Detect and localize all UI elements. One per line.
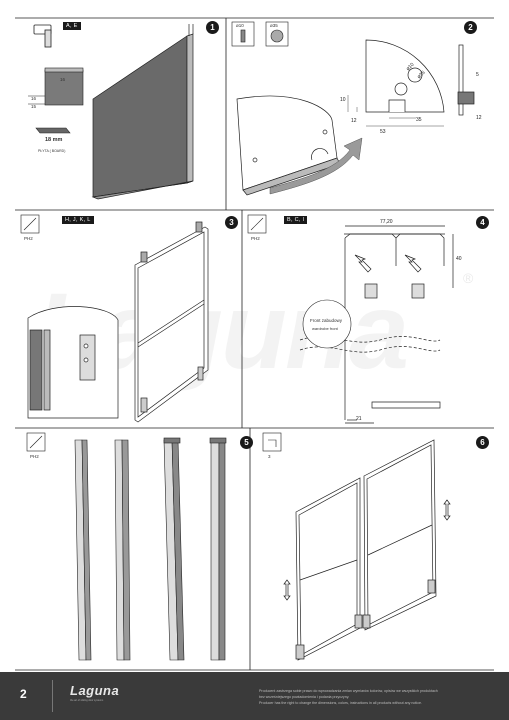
board-section-diagram	[28, 67, 84, 134]
board-label: PŁYTA ( BOARD)	[38, 149, 66, 153]
dim-5: 5	[476, 72, 479, 78]
dim-12b: 12	[476, 115, 482, 121]
parts-tag-1: A, E	[63, 22, 81, 30]
page-number: 2	[20, 687, 27, 701]
hammer-icon	[33, 24, 52, 48]
dim-width: 77,20	[380, 219, 393, 225]
drill-bit-icons	[231, 21, 289, 47]
assembly-drawings	[15, 17, 494, 671]
watermark-mark: ®	[463, 270, 474, 286]
board-dim-a: 16	[60, 77, 66, 82]
profile-side-view	[457, 44, 475, 116]
disclaimer-line-3: Producer has the right to change the dim…	[259, 701, 423, 705]
zoom-detail	[27, 306, 119, 419]
tool-hex-6: 3	[268, 454, 271, 459]
board-drilled	[236, 95, 341, 196]
hex-key-icon	[262, 432, 282, 452]
board-dim-b: 16	[31, 96, 37, 101]
tool-label-10: ø10	[236, 23, 244, 28]
hinge-bore-detail	[365, 39, 445, 113]
footer-divider	[52, 680, 53, 712]
front-label-en: wardrobe front	[312, 326, 338, 331]
dimension-lines	[347, 95, 444, 127]
tool-ph2-5: PH2	[30, 454, 39, 459]
tool-ph2-4: PH2	[251, 236, 260, 241]
step-number-5: 5	[240, 436, 253, 449]
step-number-2: 2	[464, 21, 477, 34]
footer-logo-sub: the art of sliding door systems	[70, 699, 104, 702]
step-number-1: 1	[206, 21, 219, 34]
disclaimer-line-1: Producent zastrzega sobie prawo do wprow…	[259, 689, 438, 693]
board-dim-c: 15	[31, 104, 37, 109]
step-number-6: 6	[476, 436, 489, 449]
screwdriver-icon	[20, 214, 40, 234]
dim-35: 35	[416, 117, 422, 123]
footer-logo: Laguna	[70, 683, 120, 698]
front-label-circle	[302, 299, 352, 349]
direction-arrow	[269, 137, 363, 195]
screwdriver-icon-5	[26, 432, 46, 452]
dim-height: 40	[456, 256, 462, 262]
front-cross-section	[299, 225, 454, 424]
screwdriver-icon-4	[247, 214, 267, 234]
dim-53: 53	[380, 129, 386, 135]
board-thickness: 18 mm	[45, 137, 63, 143]
tool-label-35: ø35	[270, 23, 278, 28]
profile-strips	[74, 437, 227, 661]
sliding-doors-assembled	[283, 439, 451, 661]
door-frame-drawing	[134, 221, 209, 423]
dim-12a: 12	[351, 118, 357, 124]
front-label-pl: Front zabudowy	[310, 318, 343, 323]
disclaimer-line-2: bez wcześniejszego powiadomienia i podan…	[259, 695, 350, 699]
step-number-3: 3	[225, 216, 238, 229]
dim-10: 10	[340, 97, 346, 103]
step-number-4: 4	[476, 216, 489, 229]
parts-tag-4: B, C, I	[284, 216, 308, 224]
dim-bottom: 21	[356, 416, 362, 422]
tool-ph2-3: PH2	[24, 236, 33, 241]
side-panel-drawing	[91, 24, 194, 200]
parts-tag-3: H, J, K, L	[62, 216, 94, 224]
page-footer: 2 Laguna the art of sliding door systems…	[0, 672, 509, 720]
